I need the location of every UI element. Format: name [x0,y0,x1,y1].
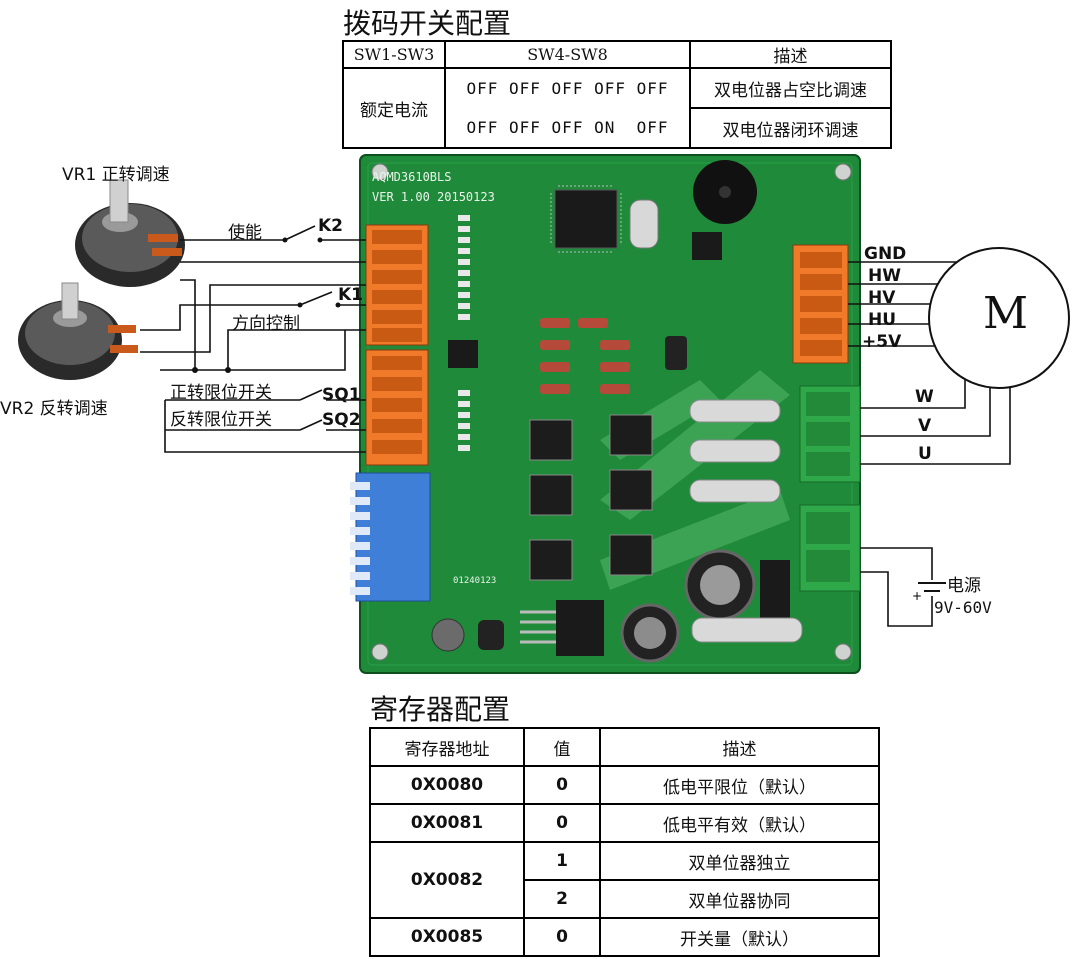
motor-label: M [983,288,1029,339]
register-value: 2 [523,879,601,919]
inductor [760,560,790,620]
regulator-u9 [692,232,722,260]
terminal-p1 [365,224,429,346]
rated-current-cell: 额定电流 [342,67,446,149]
register-address: 0X0080 [369,765,525,805]
switch-settings-2: OFF OFF OFF ON OFF [444,108,691,149]
hall-hu-label: HU [868,310,897,330]
mount-hole [371,643,389,661]
mcu-chip [554,189,618,249]
board-version: VER 1.00 20150123 [372,190,495,204]
sq2-label: SQ2 [322,410,361,430]
header-description: 描述 [689,40,892,69]
fuse [689,439,781,463]
switch-desc-2: 双电位器闭环调速 [689,107,892,149]
switch-config-title: 拨码开关配置 [343,7,512,40]
regulator-u8 [556,600,604,656]
register-desc: 双单位器协同 [599,879,880,919]
register-config-title: 寄存器配置 [370,693,511,726]
mosfet-q4 [529,474,573,516]
direction-label: 方向控制 [232,314,300,334]
header-value: 值 [523,727,601,767]
sq1-label: SQ1 [322,385,361,405]
fuse [691,617,803,643]
inductor-l3 [478,620,504,650]
switch-desc-1: 双电位器占空比调速 [689,67,892,109]
register-value: 0 [523,765,601,805]
dip-switch-table: SW1-SW3 SW4-SW8 描述 额定电流 OFF OFF OFF OFF … [342,40,892,149]
enable-label: 使能 [228,223,262,243]
fuse [689,479,781,503]
register-desc: 低电平有效（默认） [599,803,880,843]
k1-label: K1 [338,285,364,305]
potentiometer-vr2 [18,282,138,380]
crystal [629,199,659,249]
header-sw4-sw8: SW4-SW8 [444,40,691,69]
mosfet-q9 [609,414,653,456]
potentiometer-vr1 [75,179,185,287]
register-desc: 双单位器独立 [599,841,880,881]
mount-hole [834,163,852,181]
register-address: 0X0082 [369,841,525,919]
mount-hole [834,643,852,661]
switch-settings-1: OFF OFF OFF OFF OFF [444,67,691,108]
register-table: 寄存器地址 值 描述 0X0080 0 低电平限位（默认） 0X0081 0 低… [369,727,880,957]
dip-switch [355,472,431,602]
phase-u-label: U [918,444,932,464]
driver-u3 [448,340,478,368]
register-value: 0 [523,803,601,843]
battery-icon [918,582,946,592]
capacitor-c43 [431,618,465,652]
power-label: 电源 [947,576,981,596]
mosfet-q5 [529,539,573,581]
mosfet-q1 [529,419,573,461]
mosfet-q8 [609,534,653,576]
register-desc: 低电平限位（默认） [599,765,880,805]
capacitor [665,336,687,370]
vr2-label: VR2 反转调速 [0,399,108,419]
motor-icon [928,247,1070,389]
header-register-address: 寄存器地址 [369,727,525,767]
hall-gnd-label: GND [864,244,907,264]
mount-hole [371,163,389,181]
board-date-code: 01240123 [453,576,497,586]
voltage-label: 9V-60V [934,598,992,617]
fuse [689,399,781,423]
svg-text:+: + [912,589,922,603]
vr1-label: VR1 正转调速 [62,165,170,185]
hall-hw-label: HW [868,266,901,286]
register-address: 0X0081 [369,803,525,843]
register-value: 1 [523,841,601,881]
hall-hv-label: HV [868,288,896,308]
phase-v-label: V [918,416,932,436]
hall-5v-label: +5V [862,332,902,352]
register-value: 0 [523,917,601,957]
register-address: 0X0085 [369,917,525,957]
mosfet-q7 [609,469,653,511]
register-desc: 开关量（默认） [599,917,880,957]
header-description: 描述 [599,727,880,767]
header-sw1-sw3: SW1-SW3 [342,40,446,69]
forward-limit-label: 正转限位开关 [170,383,272,403]
k2-label: K2 [318,216,344,236]
board-model: AQMD3610BLS [372,170,452,184]
reverse-limit-label: 反转限位开关 [170,410,272,430]
phase-w-label: W [915,387,934,407]
